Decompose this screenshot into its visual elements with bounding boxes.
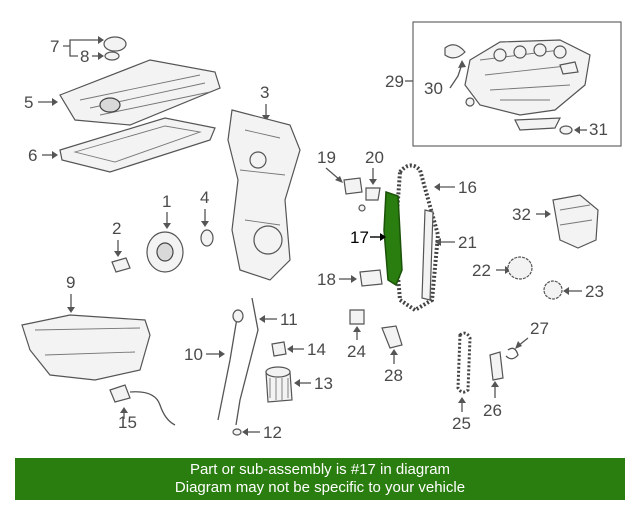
callout-15: 15 [118,413,137,432]
callout-29: 29 [385,72,404,91]
callout-23: 23 [585,282,604,301]
callout-21: 21 [458,233,477,252]
intake-manifold-inset [412,21,622,147]
callout-28: 28 [384,366,403,385]
cap-gasket [104,51,120,61]
oil-pan [21,314,151,381]
callout-18: 18 [317,270,336,289]
callout-20: 20 [365,148,384,167]
oil-seal [200,229,214,247]
crank-sprocket [543,280,563,300]
callout-1: 1 [162,192,171,211]
valve-cover [59,59,221,126]
sensor [109,384,131,403]
bolt-19 [343,177,363,195]
banner-line-1: Part or sub-assembly is #17 in diagram [189,461,451,478]
part-info-banner: Part or sub-assembly is #17 in diagram D… [15,458,625,500]
callout-14: 14 [307,340,326,359]
engine-parts-diagram: 29 30 31 7 8 5 6 3 1 2 4 9 1 [21,21,622,442]
callout-17: 17 [350,228,369,247]
callout-26: 26 [483,401,502,420]
valve-cover-gasket [59,117,216,173]
bracket-32 [552,194,599,249]
timing-chain [392,163,441,313]
callout-13: 13 [314,374,333,393]
callout-19: 19 [317,148,336,167]
plunger-20 [365,187,381,201]
callout-16: 16 [458,178,477,197]
banner-line-2: Diagram may not be specific to your vehi… [174,479,466,496]
callout-3: 3 [260,83,269,102]
callout-5: 5 [24,93,33,112]
callout-4: 4 [200,188,209,207]
callout-6: 6 [28,146,37,165]
callout-12: 12 [263,423,282,442]
chain-tensioner [359,269,383,287]
drain-plug [271,341,287,357]
callout-24: 24 [347,342,366,361]
callout-22: 22 [472,261,491,280]
callout-7: 7 [50,37,59,56]
camshaft-gear [507,256,533,280]
pulley-bolt [111,257,131,273]
callout-30: 30 [424,79,443,98]
callout-32: 32 [512,205,531,224]
callout-10: 10 [184,345,203,364]
callout-8: 8 [80,47,89,66]
dipstick [217,311,239,421]
callout-27: 27 [530,319,549,338]
balancer-chain [456,331,472,394]
timing-chain-cover [227,109,301,281]
chain-guide [421,209,434,301]
oil-filler-cap [103,36,127,52]
callout-2: 2 [112,219,121,238]
callout-31: 31 [589,120,608,139]
callout-25: 25 [452,414,471,433]
chain-tensioner-slipper [383,190,403,287]
part-28 [381,325,403,349]
part-26 [489,351,504,381]
callout-9: 9 [66,273,75,292]
dipstick-tube [235,297,259,426]
callout-11: 11 [280,310,298,329]
part-24 [349,309,365,325]
